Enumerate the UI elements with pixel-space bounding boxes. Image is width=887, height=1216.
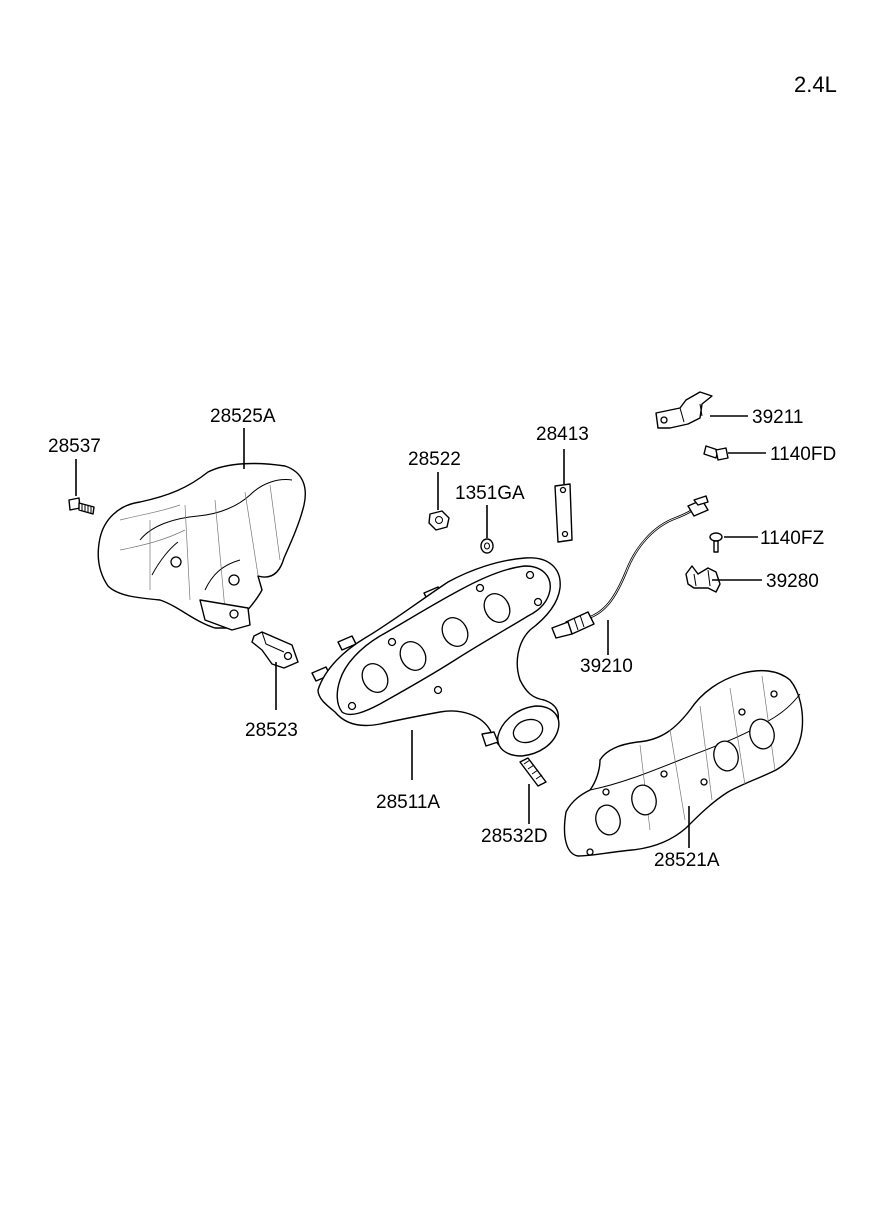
- stud-28532D-drawing[interactable]: [519, 757, 547, 787]
- part-label-28521A[interactable]: 28521A: [654, 850, 720, 871]
- bolt-28537-drawing[interactable]: [68, 497, 95, 515]
- engine-size-label: 2.4L: [794, 72, 837, 97]
- clip-39280-drawing[interactable]: [685, 565, 721, 593]
- bracket-28523-drawing[interactable]: [251, 631, 299, 669]
- part-label-28523[interactable]: 28523: [245, 720, 298, 741]
- heat-protector-lower-drawing[interactable]: [563, 669, 804, 857]
- part-label-1351GA[interactable]: 1351GA: [455, 483, 525, 504]
- part-label-28413[interactable]: 28413: [536, 424, 589, 445]
- part-label-1140FZ[interactable]: 1140FZ: [760, 528, 824, 549]
- stay-28413-drawing[interactable]: [554, 483, 573, 543]
- heat-protector-upper-drawing[interactable]: [97, 462, 306, 631]
- bracket-39211-drawing[interactable]: [655, 391, 713, 429]
- oxygen-sensor-drawing[interactable]: [551, 495, 709, 639]
- part-label-28537[interactable]: 28537: [48, 436, 101, 457]
- washer-1351GA-drawing[interactable]: [480, 538, 494, 554]
- screw-1140FZ-drawing[interactable]: [709, 532, 723, 553]
- part-label-28511A[interactable]: 28511A: [376, 792, 440, 813]
- exhaust-manifold-drawing[interactable]: [311, 557, 561, 757]
- part-label-1140FD[interactable]: 1140FD: [770, 444, 836, 465]
- part-label-39280[interactable]: 39280: [766, 571, 819, 592]
- nut-28522-drawing[interactable]: [428, 510, 450, 531]
- bolt-1140FD-drawing[interactable]: [703, 445, 729, 461]
- part-label-28522[interactable]: 28522: [408, 449, 461, 470]
- part-label-28525A[interactable]: 28525A: [210, 406, 276, 427]
- part-label-28532D[interactable]: 28532D: [481, 826, 548, 847]
- part-label-39211[interactable]: 39211: [752, 407, 803, 428]
- part-label-39210[interactable]: 39210: [580, 656, 633, 677]
